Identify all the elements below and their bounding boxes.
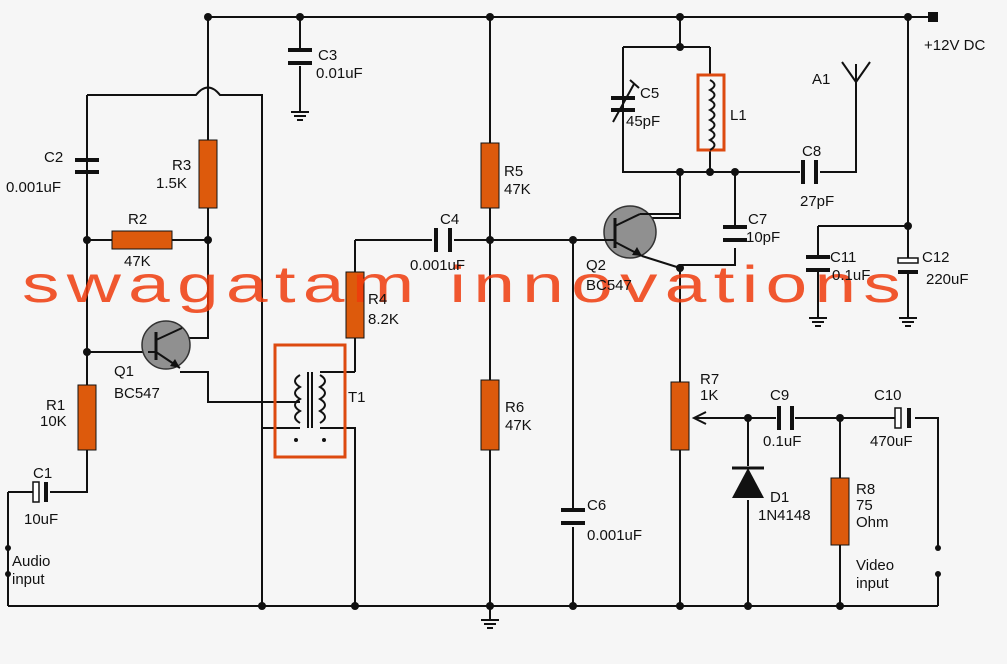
resistor-r3: [198, 139, 218, 209]
c6-ref: C6: [587, 497, 606, 514]
capacitor-c8: [801, 160, 818, 184]
c9-ref: C9: [770, 387, 789, 404]
c12-value: 220uF: [926, 271, 969, 288]
c8-ref: C8: [802, 143, 821, 160]
q2-ref: Q2: [586, 257, 606, 274]
audio-input-label-2: input: [12, 571, 45, 588]
video-input-label-2: input: [856, 575, 889, 592]
resistor-r6: [480, 379, 500, 451]
c7-ref: C7: [748, 211, 767, 228]
r2-ref: R2: [128, 211, 147, 228]
resistors: [77, 139, 850, 546]
ground-icon: [481, 606, 499, 629]
capacitor-c9: [777, 406, 794, 430]
r5-ref: R5: [504, 163, 523, 180]
c8-value: 27pF: [800, 193, 834, 210]
c11-value: 0.1uF: [832, 267, 870, 284]
c2-value: 0.001uF: [6, 179, 61, 196]
transistor-q2: [602, 205, 681, 269]
capacitor-c4: [434, 228, 452, 252]
q1-ref: Q1: [114, 363, 134, 380]
c1-value: 10uF: [24, 511, 58, 528]
c6-value: 0.001uF: [587, 527, 642, 544]
diode-d1: [732, 466, 764, 498]
t1-ref: T1: [348, 389, 366, 406]
r6-ref: R6: [505, 399, 524, 416]
c4-ref: C4: [440, 211, 459, 228]
c5-value: 45pF: [626, 113, 660, 130]
r6-value: 47K: [505, 417, 532, 434]
inductor-l1: [696, 73, 726, 152]
c10-ref: C10: [874, 387, 902, 404]
watermark-text: swagatam innovations: [22, 256, 908, 314]
ground-icon: [809, 317, 827, 327]
resistor-r7: [670, 381, 690, 451]
ground-symbols: [291, 111, 917, 629]
c9-value: 0.1uF: [763, 433, 801, 450]
q2-type: BC547: [586, 277, 632, 294]
antenna-icon: [841, 61, 871, 83]
capacitor-c3: [288, 48, 312, 65]
wiper-arrow-icon: [691, 411, 707, 425]
d1-type: 1N4148: [758, 507, 811, 524]
resistor-r4: [345, 271, 365, 339]
resistor-r5: [480, 142, 500, 209]
r7-ref: R7: [700, 371, 719, 388]
q1-type: BC547: [114, 385, 160, 402]
r7-value: 1K: [700, 387, 718, 404]
capacitor-c10: [894, 407, 911, 429]
r8-unit: Ohm: [856, 514, 889, 531]
labels: +12V DC A1 C1 10uF C2 0.001uF C3 0.01uF …: [6, 37, 985, 592]
ground-icon: [899, 317, 917, 327]
capacitor-c12: [897, 257, 919, 274]
transformer-t1: [273, 343, 347, 459]
capacitors: [32, 47, 919, 525]
r3-ref: R3: [172, 157, 191, 174]
r3-value: 1.5K: [156, 175, 187, 192]
c2-ref: C2: [44, 149, 63, 166]
ground-icon: [291, 111, 309, 121]
capacitor-c6: [561, 508, 585, 525]
antenna-label: A1: [812, 71, 830, 88]
c5-ref: C5: [640, 85, 659, 102]
r4-value: 8.2K: [368, 311, 399, 328]
transistor-q1: [141, 320, 191, 370]
r8-value: 75: [856, 497, 873, 514]
r2-value: 47K: [124, 253, 151, 270]
c3-value: 0.01uF: [316, 65, 363, 82]
l1-ref: L1: [730, 107, 747, 124]
c11-ref: C11: [830, 249, 856, 266]
capacitor-c1: [32, 481, 48, 503]
supply-terminal: [928, 12, 938, 22]
audio-input-label-1: Audio: [12, 553, 50, 570]
c12-ref: C12: [922, 249, 950, 266]
supply-label: +12V DC: [924, 37, 985, 54]
r8-ref: R8: [856, 481, 875, 498]
resistor-r2: [111, 230, 173, 250]
r5-value: 47K: [504, 181, 531, 198]
c10-value: 470uF: [870, 433, 913, 450]
c3-ref: C3: [318, 47, 337, 64]
capacitor-c7: [723, 225, 747, 242]
capacitor-c11: [806, 255, 830, 272]
r1-ref: R1: [46, 397, 65, 414]
d1-ref: D1: [770, 489, 789, 506]
c1-ref: C1: [33, 465, 52, 482]
video-input-label-1: Video: [856, 557, 894, 574]
r1-value: 10K: [40, 413, 67, 430]
r4-ref: R4: [368, 291, 387, 308]
resistor-r8: [830, 477, 850, 546]
c7-value: 10pF: [746, 229, 780, 246]
c4-value: 0.001uF: [410, 257, 465, 274]
resistor-r1: [77, 384, 97, 451]
